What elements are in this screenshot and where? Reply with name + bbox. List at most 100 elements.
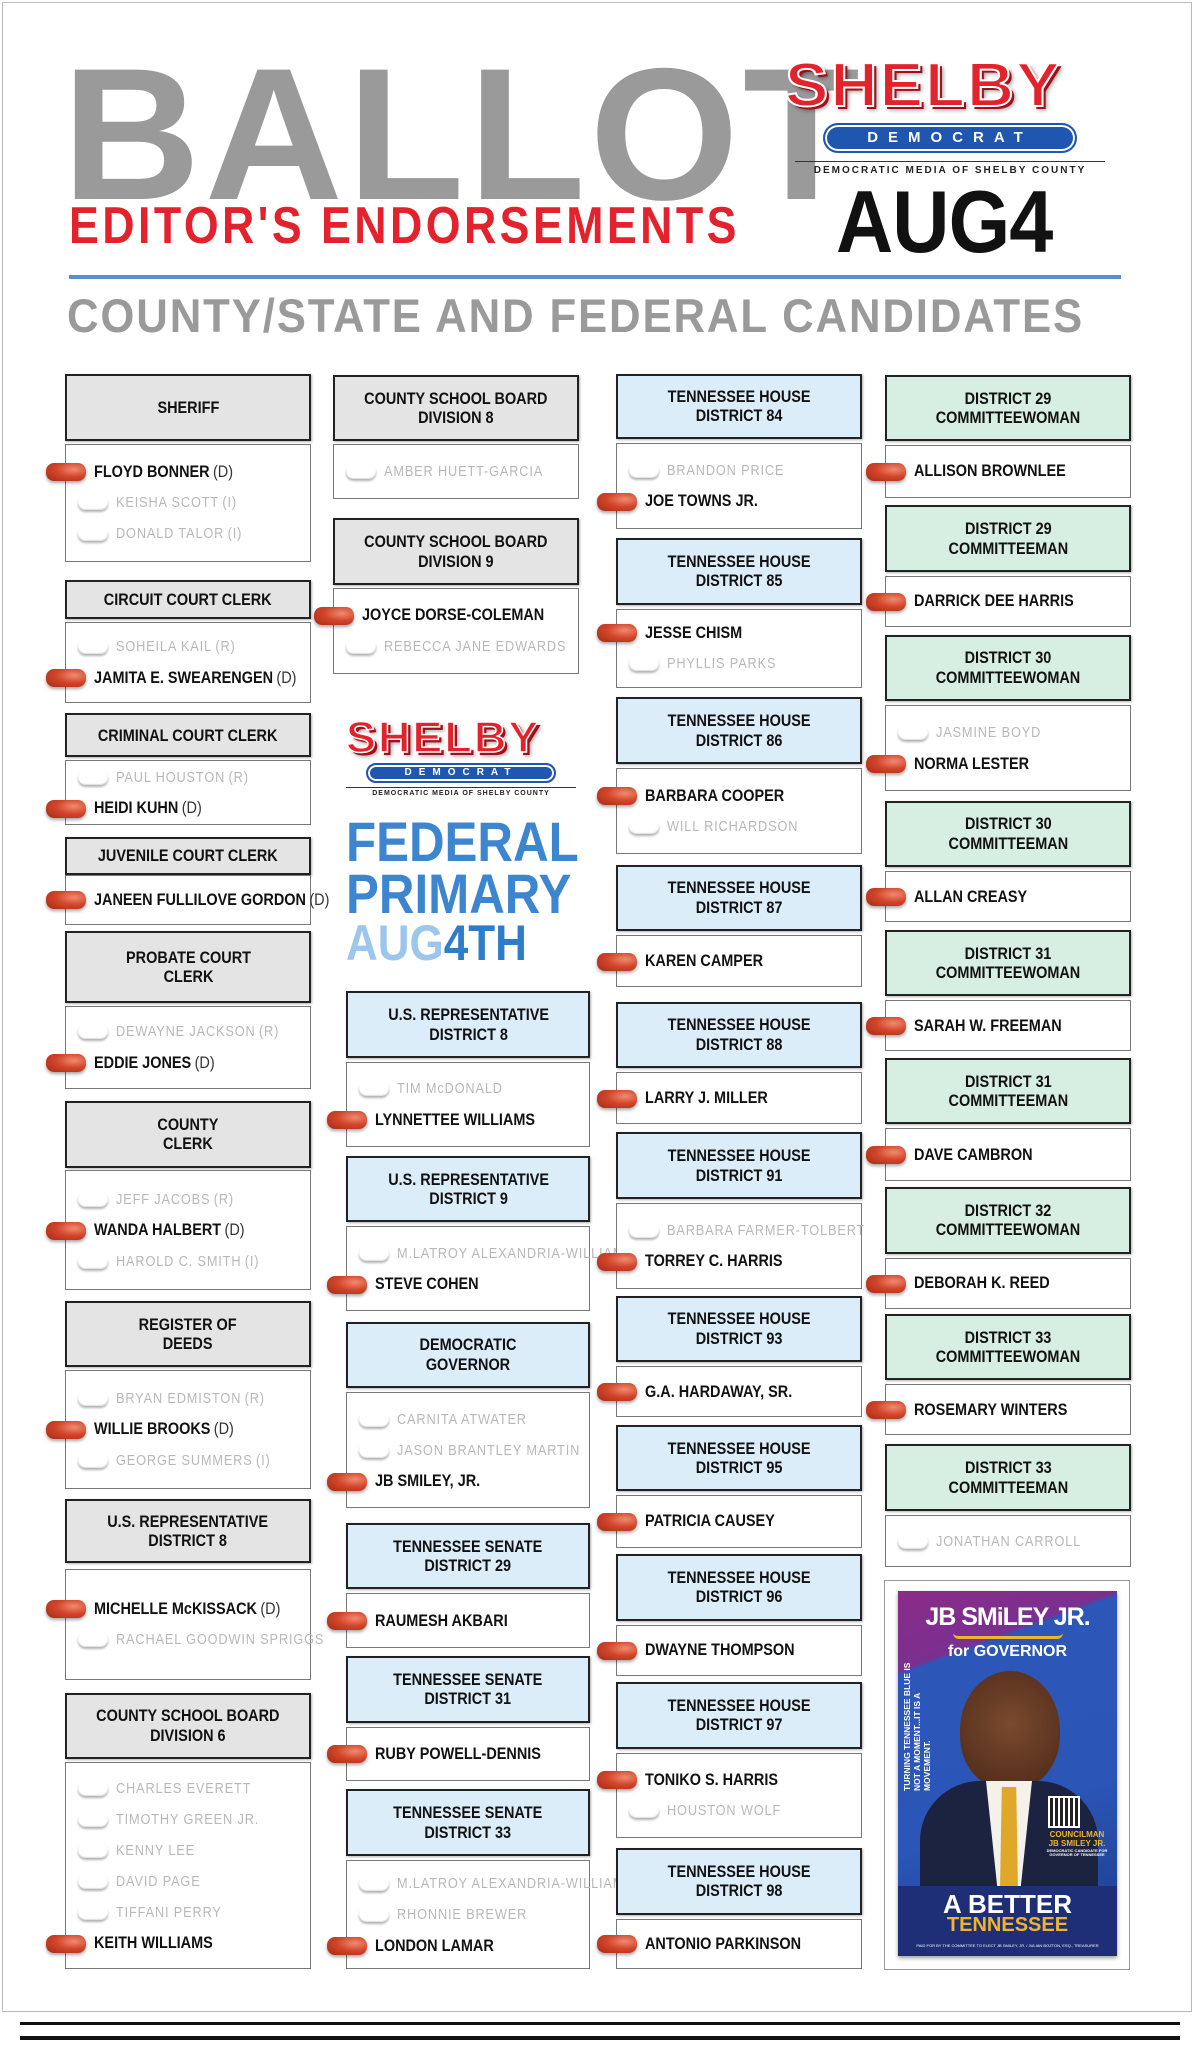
endorsed-candidate[interactable]: ROSEMARY WINTERS	[866, 1397, 1130, 1422]
candidate-option[interactable]: REBECCA JANE EDWARDS	[334, 634, 578, 659]
filled-ballot-oval-icon[interactable]	[866, 1401, 907, 1420]
candidate-option[interactable]: DAVID PAGE	[66, 1869, 310, 1894]
endorsed-candidate[interactable]: TORREY C. HARRIS	[597, 1249, 861, 1274]
filled-ballot-oval-icon[interactable]	[597, 1252, 638, 1271]
empty-ballot-oval-icon[interactable]	[78, 1191, 109, 1207]
candidate-option[interactable]: WILL RICHARDSON	[617, 814, 861, 839]
filled-ballot-oval-icon[interactable]	[866, 1146, 907, 1164]
endorsed-candidate[interactable]: RUBY POWELL-DENNIS	[327, 1741, 589, 1766]
candidate-option[interactable]: JONATHAN CARROLL	[886, 1529, 1130, 1554]
filled-ballot-oval-icon[interactable]	[597, 952, 638, 971]
candidate-option[interactable]: HAROLD C. SMITH(I)	[66, 1249, 310, 1274]
endorsed-candidate[interactable]: LARRY J. MILLER	[597, 1086, 861, 1111]
endorsed-candidate[interactable]: JOE TOWNS JR.	[597, 489, 861, 514]
empty-ballot-oval-icon[interactable]	[78, 770, 109, 786]
empty-ballot-oval-icon[interactable]	[629, 656, 660, 672]
empty-ballot-oval-icon[interactable]	[78, 1904, 109, 1920]
candidate-option[interactable]: HOUSTON WOLF	[617, 1798, 861, 1823]
empty-ballot-oval-icon[interactable]	[78, 495, 109, 511]
candidate-option[interactable]: RHONNIE BREWER	[347, 1902, 589, 1927]
endorsed-candidate[interactable]: JANEEN FULLILOVE GORDON(D)	[46, 887, 330, 912]
candidate-option[interactable]: GEORGE SUMMERS(I)	[66, 1448, 310, 1473]
endorsed-candidate[interactable]: EDDIE JONES(D)	[46, 1050, 310, 1075]
empty-ballot-oval-icon[interactable]	[629, 462, 660, 478]
filled-ballot-oval-icon[interactable]	[597, 1383, 638, 1402]
filled-ballot-oval-icon[interactable]	[327, 1472, 368, 1491]
empty-ballot-oval-icon[interactable]	[346, 638, 377, 654]
candidate-option[interactable]: RACHAEL GOODWIN SPRIGGS	[66, 1627, 324, 1652]
filled-ballot-oval-icon[interactable]	[866, 1017, 907, 1036]
candidate-option[interactable]: BRANDON PRICE	[617, 458, 861, 483]
empty-ballot-oval-icon[interactable]	[359, 1245, 390, 1261]
empty-ballot-oval-icon[interactable]	[78, 1811, 109, 1827]
candidate-option[interactable]: DEWAYNE JACKSON(R)	[66, 1019, 310, 1044]
filled-ballot-oval-icon[interactable]	[46, 891, 87, 910]
filled-ballot-oval-icon[interactable]	[597, 624, 638, 643]
endorsed-candidate[interactable]: KAREN CAMPER	[597, 949, 861, 974]
filled-ballot-oval-icon[interactable]	[327, 1745, 368, 1764]
filled-ballot-oval-icon[interactable]	[46, 1600, 87, 1619]
endorsed-candidate[interactable]: PATRICIA CAUSEY	[597, 1509, 861, 1534]
filled-ballot-oval-icon[interactable]	[866, 592, 907, 611]
endorsed-candidate[interactable]: JB SMILEY, JR.	[327, 1469, 589, 1494]
endorsed-candidate[interactable]: BARBARA COOPER	[597, 783, 861, 808]
empty-ballot-oval-icon[interactable]	[359, 1081, 390, 1097]
filled-ballot-oval-icon[interactable]	[597, 1512, 638, 1531]
empty-ballot-oval-icon[interactable]	[629, 1222, 660, 1238]
empty-ballot-oval-icon[interactable]	[898, 1533, 929, 1549]
endorsed-candidate[interactable]: MICHELLE McKISSACK(D)	[46, 1596, 310, 1621]
filled-ballot-oval-icon[interactable]	[597, 787, 638, 806]
filled-ballot-oval-icon[interactable]	[327, 1111, 368, 1130]
candidate-option[interactable]: TIM McDONALD	[347, 1076, 589, 1101]
filled-ballot-oval-icon[interactable]	[46, 1934, 87, 1953]
empty-ballot-oval-icon[interactable]	[78, 639, 109, 655]
candidate-option[interactable]: JASMINE BOYD	[886, 720, 1130, 745]
candidate-option[interactable]: M.LATROY ALEXANDRIA-WILLIAMS	[347, 1871, 633, 1896]
endorsed-candidate[interactable]: ALLISON BROWNLEE	[866, 459, 1130, 484]
filled-ballot-oval-icon[interactable]	[46, 1420, 87, 1439]
candidate-option[interactable]: PAUL HOUSTON(R)	[66, 765, 310, 790]
candidate-option[interactable]: BRYAN EDMISTON(R)	[66, 1386, 310, 1411]
empty-ballot-oval-icon[interactable]	[78, 1780, 109, 1796]
endorsed-candidate[interactable]: DWAYNE THOMPSON	[597, 1638, 861, 1663]
filled-ballot-oval-icon[interactable]	[597, 1935, 638, 1954]
empty-ballot-oval-icon[interactable]	[359, 1442, 390, 1458]
filled-ballot-oval-icon[interactable]	[46, 799, 87, 818]
filled-ballot-oval-icon[interactable]	[866, 1274, 907, 1293]
empty-ballot-oval-icon[interactable]	[359, 1876, 390, 1892]
candidate-option[interactable]: AMBER HUETT-GARCIA	[334, 459, 578, 484]
empty-ballot-oval-icon[interactable]	[78, 526, 109, 542]
filled-ballot-oval-icon[interactable]	[46, 1054, 87, 1073]
filled-ballot-oval-icon[interactable]	[597, 1641, 638, 1660]
candidate-option[interactable]: JASON BRANTLEY MARTIN	[347, 1438, 589, 1463]
candidate-option[interactable]: M.LATROY ALEXANDRIA-WILLIAMS	[347, 1241, 633, 1266]
empty-ballot-oval-icon[interactable]	[78, 1024, 109, 1040]
endorsed-candidate[interactable]: RAUMESH AKBARI	[327, 1608, 589, 1633]
endorsed-candidate[interactable]: FLOYD BONNER(D)	[46, 459, 310, 484]
empty-ballot-oval-icon[interactable]	[629, 819, 660, 835]
filled-ballot-oval-icon[interactable]	[46, 669, 87, 688]
endorsed-candidate[interactable]: G.A. HARDAWAY, SR.	[597, 1379, 861, 1404]
candidate-option[interactable]: DONALD TALOR(I)	[66, 521, 310, 546]
endorsed-candidate[interactable]: JESSE CHISM	[597, 620, 861, 645]
filled-ballot-oval-icon[interactable]	[866, 888, 907, 907]
endorsed-candidate[interactable]: HEIDI KUHN(D)	[46, 796, 310, 821]
filled-ballot-oval-icon[interactable]	[327, 1275, 368, 1294]
empty-ballot-oval-icon[interactable]	[78, 1390, 109, 1406]
candidate-option[interactable]: TIMOTHY GREEN JR.	[66, 1807, 310, 1832]
endorsed-candidate[interactable]: ANTONIO PARKINSON	[597, 1931, 861, 1956]
candidate-option[interactable]: CARNITA ATWATER	[347, 1407, 589, 1432]
empty-ballot-oval-icon[interactable]	[78, 1873, 109, 1889]
candidate-option[interactable]: CHARLES EVERETT	[66, 1776, 310, 1801]
filled-ballot-oval-icon[interactable]	[597, 492, 638, 511]
endorsed-candidate[interactable]: DAVE CAMBRON	[866, 1142, 1130, 1167]
candidate-option[interactable]: SOHEILA KAIL(R)	[66, 634, 310, 659]
candidate-option[interactable]: BARBARA FARMER-TOLBERT	[617, 1218, 865, 1243]
filled-ballot-oval-icon[interactable]	[314, 606, 355, 625]
empty-ballot-oval-icon[interactable]	[898, 725, 929, 741]
endorsed-candidate[interactable]: SARAH W. FREEMAN	[866, 1013, 1130, 1038]
endorsed-candidate[interactable]: DEBORAH K. REED	[866, 1271, 1130, 1296]
empty-ballot-oval-icon[interactable]	[359, 1907, 390, 1923]
filled-ballot-oval-icon[interactable]	[327, 1612, 368, 1631]
empty-ballot-oval-icon[interactable]	[78, 1842, 109, 1858]
